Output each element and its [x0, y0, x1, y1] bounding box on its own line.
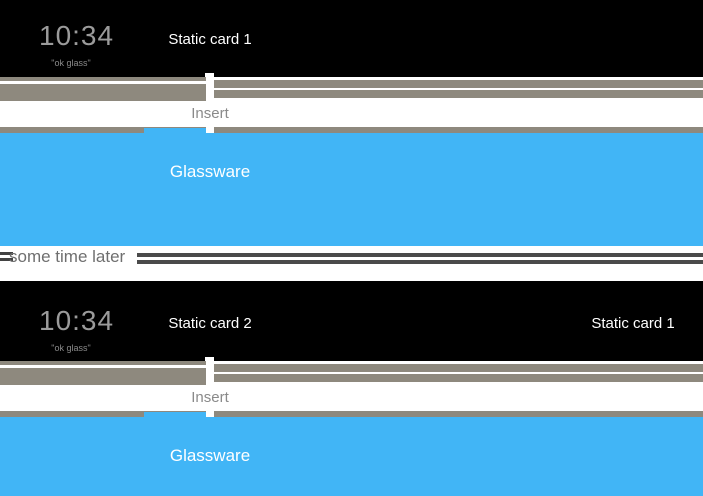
glassware-card: Glassware	[0, 417, 703, 496]
timeline-strip-after: 10:34 "ok glass" Static card 2 Static ca…	[0, 281, 703, 361]
stack-bar	[0, 368, 206, 385]
stack-bar	[214, 80, 703, 88]
divider-label: some time later	[9, 247, 126, 266]
divider-line-right	[137, 260, 703, 264]
divider-line-left	[0, 258, 13, 261]
ok-glass-hotword: "ok glass"	[51, 343, 91, 353]
glassware-insert-tab	[144, 128, 206, 133]
glassware-insert-tab	[144, 412, 206, 417]
insert-arrow-label: Insert	[191, 105, 229, 122]
static-card-1-label: Static card 1	[168, 31, 252, 48]
stack-bar	[0, 84, 206, 101]
static-card-2-label: Static card 2	[168, 315, 252, 332]
insertion-seam-gap	[206, 127, 214, 133]
timeline-strip-before: 10:34 "ok glass" Static card 1	[0, 0, 703, 77]
stack-bar	[214, 374, 703, 382]
stack-bar	[214, 364, 703, 372]
glassware-card: Glassware	[0, 133, 703, 246]
divider-line-right	[137, 253, 703, 257]
clock-text: 10:34	[39, 20, 115, 51]
stack-bar	[0, 77, 206, 81]
clock-text: 10:34	[39, 305, 115, 336]
insert-arrow-label: Insert	[191, 389, 229, 406]
glassware-label: Glassware	[169, 162, 251, 181]
insertion-seam-notch	[205, 73, 214, 77]
stack-bar	[0, 361, 206, 365]
stack-bar-bottom	[0, 411, 703, 417]
stack-bar-bottom	[0, 127, 703, 133]
glassware-label: Glassware	[169, 446, 251, 465]
ok-glass-hotword: "ok glass"	[51, 58, 91, 68]
insertion-seam-gap	[206, 411, 214, 417]
divider-line-left	[0, 252, 13, 255]
insertion-seam-notch	[205, 357, 214, 361]
static-card-1-label: Static card 1	[591, 315, 675, 332]
stack-bar	[214, 90, 703, 98]
